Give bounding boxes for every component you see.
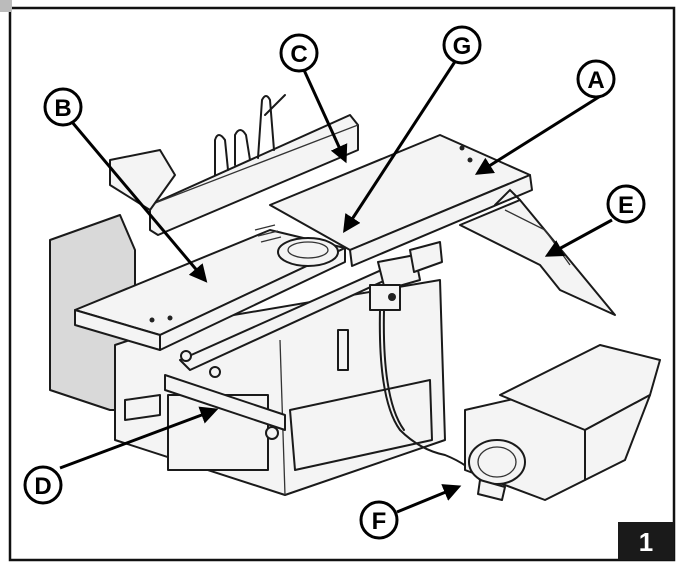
guard-handle-3 [257, 95, 275, 159]
leader-f [396, 484, 462, 514]
callout-f: F [359, 500, 399, 540]
cabinet-slot [337, 329, 349, 371]
dust-chute-side [584, 394, 651, 481]
callout-e: E [606, 184, 646, 224]
callout-d-label: D [34, 473, 51, 500]
corner-mark [0, 0, 12, 12]
switch-bracket [409, 241, 443, 273]
cabinet-door [289, 379, 433, 471]
power-cable [378, 309, 481, 481]
leader-a [474, 93, 603, 175]
handle-knob [124, 394, 161, 421]
machine-illustration [49, 94, 661, 501]
callout-g-label: G [453, 33, 472, 60]
dust-chute-hood [499, 344, 661, 431]
callout-a-label: A [587, 67, 604, 94]
switch-box [377, 254, 421, 291]
leader-c [302, 69, 348, 164]
figure-number: 1 [639, 527, 653, 557]
callout-c-label: C [290, 41, 307, 68]
guard-handle-2 [234, 129, 251, 166]
leader-b [70, 121, 208, 283]
leader-e [544, 218, 613, 257]
dust-chute-clip [477, 479, 506, 501]
figure-number-badge: 1 [618, 522, 674, 560]
infeed-table-front [159, 247, 346, 351]
leader-lines [59, 59, 613, 514]
thickness-table-support [164, 374, 286, 431]
figure-frame [8, 6, 676, 562]
callout-f-label: F [372, 508, 387, 535]
callout-d: D [23, 465, 63, 505]
callout-b-label: B [54, 95, 71, 122]
leader-g [343, 59, 458, 234]
callout-b: B [43, 87, 83, 127]
callout-g: G [442, 25, 482, 65]
outfeed-table-front [349, 174, 533, 267]
callout-a: A [576, 59, 616, 99]
callout-e-label: E [618, 192, 634, 219]
callout-c: C [279, 33, 319, 73]
guard-handle-1 [214, 134, 229, 176]
table-extension [459, 199, 616, 316]
fence-bracket [109, 149, 176, 211]
leader-d [59, 406, 219, 470]
